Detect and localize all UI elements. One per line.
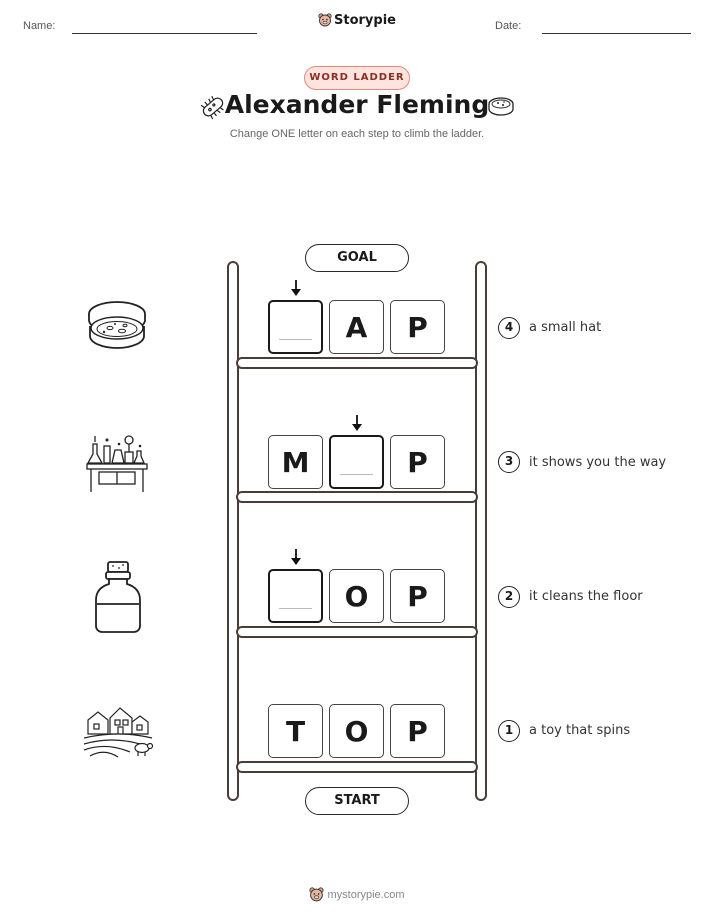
letter-tile: P: [390, 435, 445, 489]
petri-dish-icon: [88, 301, 146, 349]
letter-tile: P: [390, 704, 445, 758]
bottle-icon: [95, 561, 141, 633]
page-title: Alexander Fleming: [224, 90, 490, 119]
name-line[interactable]: [72, 33, 257, 34]
letter-tile: O: [329, 704, 384, 758]
letter-tile: A: [329, 300, 384, 354]
letter-tile: T: [268, 704, 323, 758]
arrow-down-icon: [291, 280, 301, 296]
bear-icon: [309, 887, 325, 902]
clue-text: it cleans the floor: [529, 589, 643, 604]
letter-tile: P: [390, 569, 445, 623]
letter-tile-blank[interactable]: [268, 300, 323, 354]
ladder-rung: [236, 491, 478, 503]
footer-url[interactable]: mystorypie.com: [327, 889, 405, 901]
letter-tile-blank[interactable]: [268, 569, 323, 623]
lab-table-icon: [86, 435, 148, 492]
brand-logo: Storypie: [0, 13, 714, 28]
ladder-rung: [236, 626, 478, 638]
arrow-down-icon: [352, 415, 362, 431]
bacteria-icon: [200, 95, 224, 120]
brand-name: Storypie: [334, 13, 396, 28]
ladder-right-rail: [475, 261, 487, 801]
letter-tile: M: [268, 435, 323, 489]
ladder-left-rail: [227, 261, 239, 801]
start-label: START: [305, 787, 409, 815]
step-number: 4: [498, 317, 520, 339]
goal-label: GOAL: [305, 244, 409, 272]
farm-icon: [83, 707, 154, 758]
step-number: 2: [498, 586, 520, 608]
date-line[interactable]: [542, 33, 691, 34]
ladder-rung: [236, 761, 478, 773]
step-number: 3: [498, 451, 520, 473]
word-ladder-badge: WORD LADDER: [304, 66, 410, 90]
date-label: Date:: [495, 20, 522, 32]
letter-tile: O: [329, 569, 384, 623]
instructions: Change ONE letter on each step to climb …: [229, 128, 485, 140]
step-number: 1: [498, 720, 520, 742]
bear-icon: [318, 13, 332, 27]
letter-tile-blank[interactable]: [329, 435, 384, 489]
petri-dish-small-icon: [488, 97, 514, 116]
footer: mystorypie.com: [0, 887, 714, 903]
letter-tile: P: [390, 300, 445, 354]
ladder-rung: [236, 357, 478, 369]
name-label: Name:: [23, 20, 56, 32]
arrow-down-icon: [291, 549, 301, 565]
clue-text: a toy that spins: [529, 723, 631, 738]
clue-text: it shows you the way: [529, 455, 667, 470]
clue-text: a small hat: [529, 320, 602, 335]
